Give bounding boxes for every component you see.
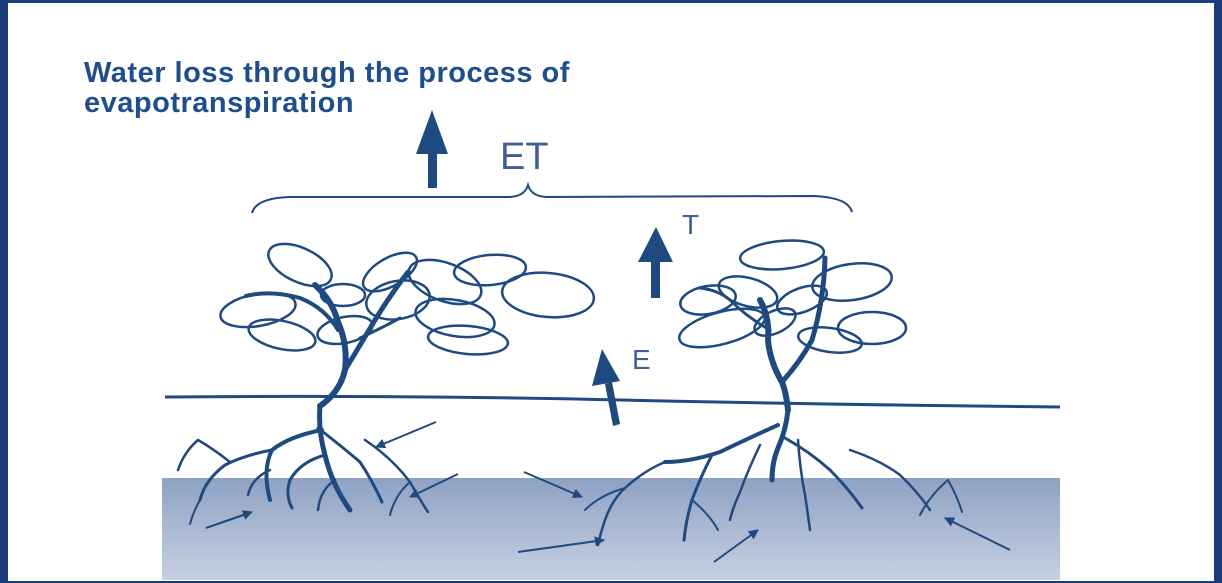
left-plant bbox=[218, 235, 596, 406]
e-arrow bbox=[592, 349, 620, 426]
t-arrow bbox=[638, 227, 673, 298]
et-arrow bbox=[416, 110, 448, 188]
left-plant-leaves bbox=[218, 235, 596, 357]
right-plant bbox=[675, 237, 906, 410]
et-label: ET bbox=[500, 136, 549, 179]
t-label: T bbox=[682, 209, 699, 241]
e-label: E bbox=[632, 344, 651, 376]
curly-brace bbox=[252, 185, 852, 213]
right-plant-leaves bbox=[675, 237, 906, 356]
